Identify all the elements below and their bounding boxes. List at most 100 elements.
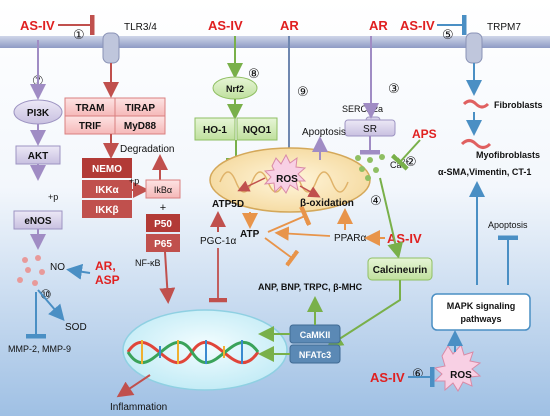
pathway-number-2: ② (405, 154, 417, 169)
pathway-number-1: ① (73, 27, 85, 42)
trpm7-channel-label: TRPM7 (487, 22, 521, 33)
ikkb-label: IKKβ (95, 205, 118, 216)
nfkb-label: NF-κB (135, 258, 161, 268)
fibrosis-markers-label: α-SMA,Vimentin, CT-1 (438, 167, 531, 177)
fibrosis-apoptosis-label: Apoptosis (488, 220, 528, 230)
pathway-number-3: ③ (388, 81, 400, 96)
agent-ar-center: AR (280, 18, 299, 33)
pi3k-label: PI3K (27, 108, 50, 119)
atp-link-arrow (267, 216, 305, 233)
akt-phosphorylation: +p (48, 192, 58, 202)
ros-burst-bottom (433, 343, 482, 392)
mapk-label-line1: MAPK signaling (447, 301, 516, 311)
no-dots (17, 255, 45, 286)
hypertrophy-genes-label: ANP, BNP, TRPC, β-MHC (258, 282, 363, 292)
agent-as-iv-ros: AS-IV (370, 370, 405, 385)
tlr-receptor-label: TLR3/4 (124, 22, 157, 33)
degradation-label: Degradation (120, 144, 174, 155)
no-to-sod-arrow (37, 289, 65, 322)
serca2a-label: SERCA2a (342, 104, 383, 114)
agent-ar-asp-line1: AR, (95, 259, 116, 273)
plus-label: + (160, 202, 166, 214)
ros-to-beta-oxidation-arrow (299, 185, 321, 198)
agent-as-iv-trpm7: AS-IV (400, 18, 435, 33)
pgc1a-label: PGC-1α (200, 236, 237, 247)
adaptor-myd88: MyD88 (124, 121, 157, 132)
adaptor-tram: TRAM (76, 103, 105, 114)
ppara-to-atp-arrow (274, 226, 331, 241)
ikkb-box (82, 200, 132, 218)
pathway-number-4: ④ (370, 193, 382, 208)
calcineurin-to-nfatc3-arrow (326, 280, 401, 348)
myofibroblasts-label: Myofibroblasts (476, 150, 540, 160)
atp-inhibit-genes-arrow (264, 237, 292, 258)
inflammation-label: Inflammation (110, 402, 167, 413)
nucleus-to-inflammation-arrow (116, 374, 151, 398)
calcium-dots (355, 154, 385, 181)
adaptor-trif: TRIF (79, 121, 101, 132)
sr-label: SR (363, 124, 377, 135)
agent-ar-right: AR (369, 18, 388, 33)
mapk-box (431, 293, 531, 331)
pathway-number-8: ⑧ (248, 66, 260, 81)
ros-bottom-label: ROS (450, 370, 472, 381)
agent-aps: APS (412, 127, 437, 141)
mito-apoptosis-label: Apoptosis (302, 127, 346, 138)
atp-label: ATP (240, 229, 260, 240)
p65-box (146, 234, 180, 252)
ppara-label: PPARα (334, 233, 366, 244)
nemo-box (82, 158, 132, 178)
ros-label: ROS (276, 174, 298, 185)
p50-label: P50 (154, 219, 172, 230)
nfkb-to-nucleus-arrow (159, 251, 176, 304)
sod-label: SOD (65, 322, 87, 333)
agent-as-iv-tlr: AS-IV (20, 18, 55, 33)
ros-burst (263, 153, 307, 194)
trpm7-channel-shape (465, 32, 483, 64)
nfatc3-label: NFATc3 (299, 350, 331, 360)
pathway-number-5: ⑤ (442, 27, 454, 42)
pathway-number-9: ⑨ (297, 84, 309, 99)
calcium-to-calcineurin-arrow (379, 177, 404, 259)
p65-label: P65 (154, 239, 172, 250)
adaptor-box-myd88 (114, 115, 166, 135)
fibroblasts-label: Fibroblasts (494, 100, 543, 110)
nqo1-label: NQO1 (243, 125, 272, 136)
beta-oxidation-label: β-oxidation (300, 198, 354, 209)
camkii-label: CaMKII (300, 330, 331, 340)
enos-label: eNOS (24, 216, 52, 227)
nrf2-label: Nrf2 (226, 84, 244, 94)
dna-helix-icon (126, 340, 260, 365)
ikba-box (145, 179, 181, 199)
ikka-label: IKKα (95, 185, 119, 196)
atp5d-label: ATP5D (212, 199, 244, 210)
agent-as-iv-nrf2: AS-IV (208, 18, 243, 33)
cell-membrane (0, 36, 550, 48)
tlr-receptor-shape (102, 32, 120, 64)
ar-asp-to-no-arrow (66, 263, 91, 280)
mmp-label: MMP-2, MMP-9 (8, 344, 71, 354)
myofibroblast-cell-icon (460, 139, 492, 149)
p50-box (146, 214, 180, 232)
ros-to-atp5d-arrow (237, 177, 266, 192)
adaptor-tirap: TIRAP (125, 103, 155, 114)
no-label: NO (50, 262, 65, 273)
akt-label: AKT (28, 151, 49, 162)
tlr-adaptor-grid: TRAM TIRAP TRIF MyD88 (64, 97, 166, 135)
ho1-box (194, 117, 236, 141)
agent-ar-asp-line2: ASP (95, 273, 120, 287)
ikk-phosphorylation: +p (129, 176, 139, 186)
nqo1-box (236, 117, 278, 141)
fibroblast-cell-icon (462, 99, 490, 109)
pathway-number-6: ⑥ (412, 366, 424, 381)
aps-inhibit-calcium-arrow (400, 139, 421, 162)
calcineurin-label: Calcineurin (373, 265, 427, 276)
nemo-label: NEMO (92, 164, 122, 175)
ikka-box (82, 180, 132, 198)
ikba-label: IkBα (154, 185, 172, 195)
mapk-label-line2: pathways (460, 314, 501, 324)
ho1-label: HO-1 (203, 125, 227, 136)
pathway-number-10: ⑩ (40, 287, 52, 302)
